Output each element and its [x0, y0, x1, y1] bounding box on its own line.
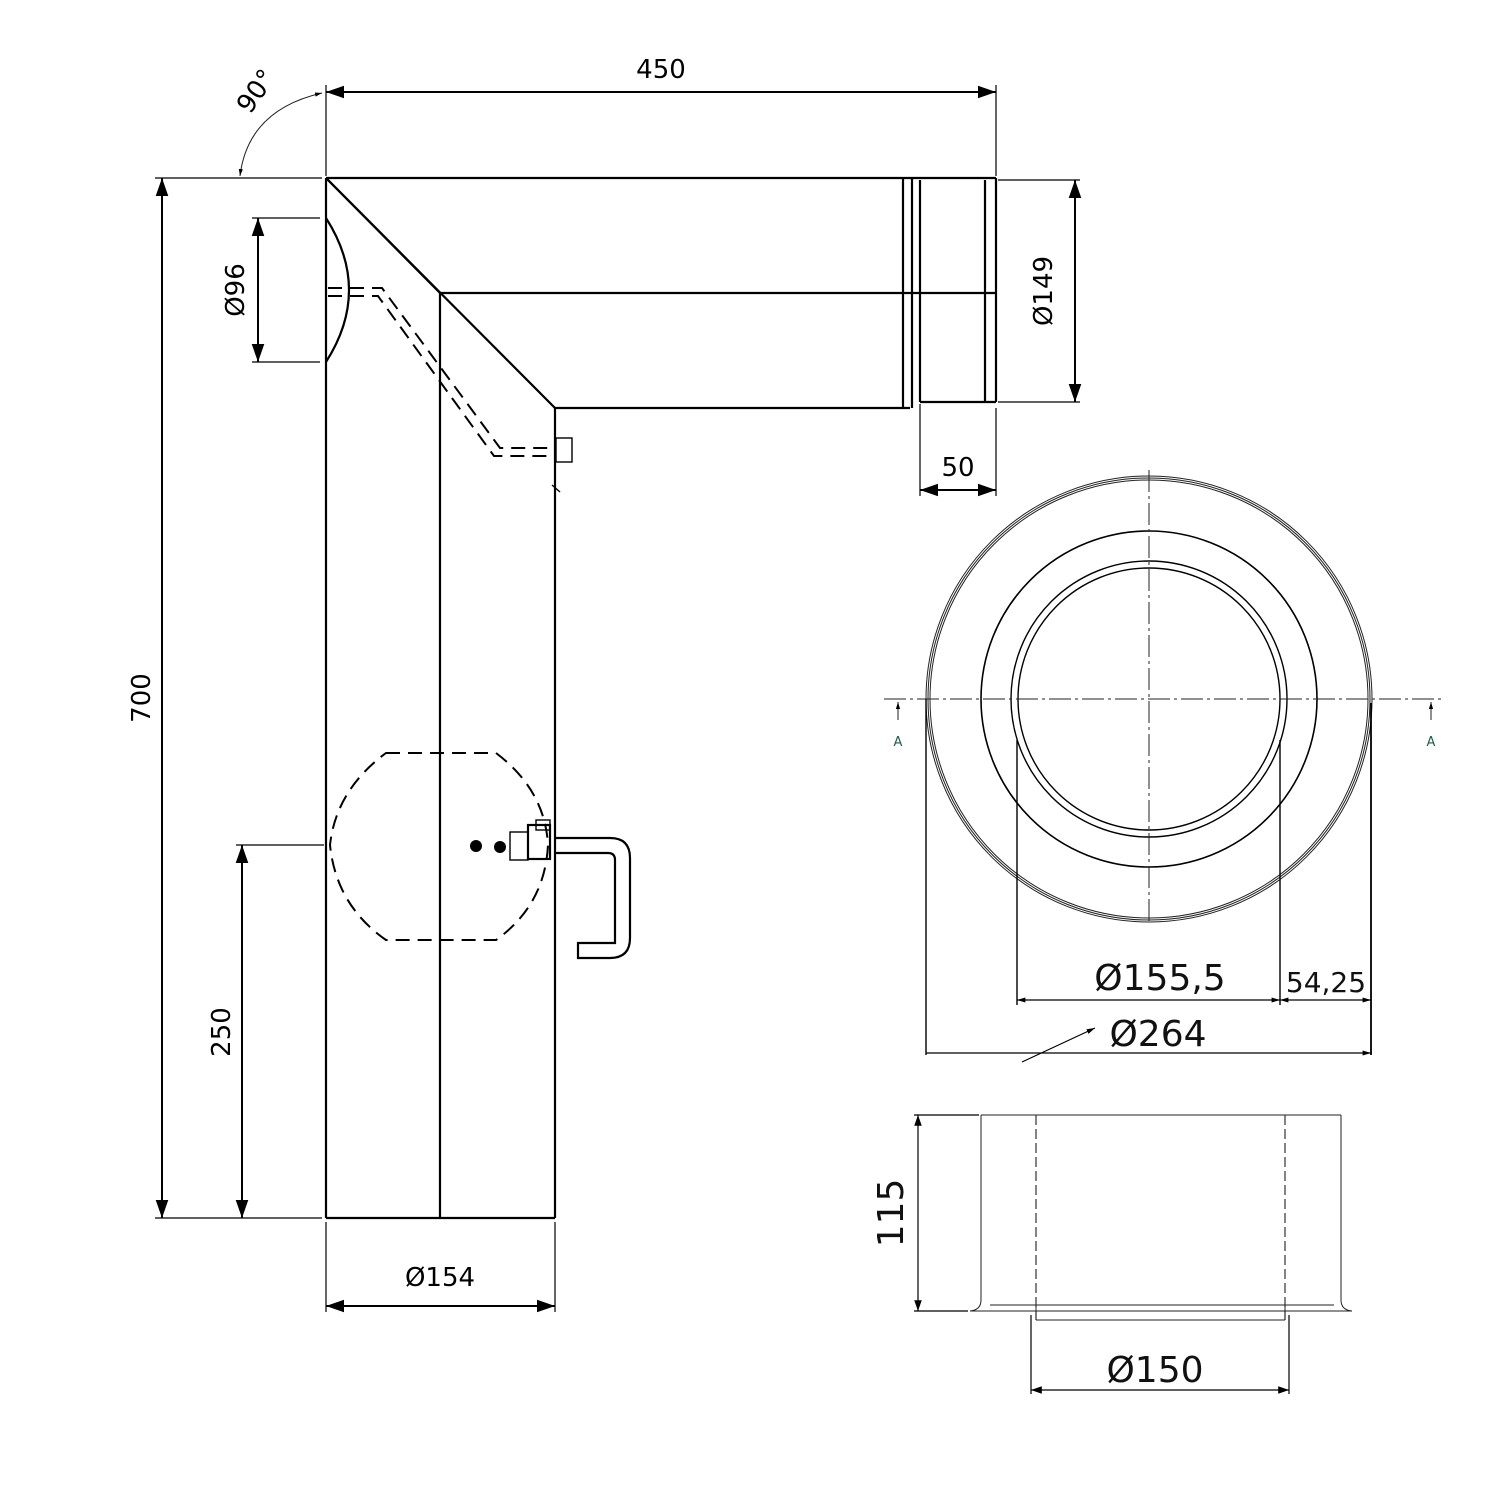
- svg-text:50: 50: [941, 453, 974, 483]
- dim-top-length: 450: [325, 55, 997, 176]
- svg-text:700: 700: [127, 673, 157, 723]
- dim-flange-width: 54,25: [1280, 966, 1371, 1003]
- damper-handle[interactable]: [470, 819, 632, 960]
- svg-text:Ø264: Ø264: [1109, 1014, 1206, 1055]
- side-view: 90° 450 700 Ø96 Ø149: [127, 55, 1082, 1313]
- section-view: 115 Ø150: [871, 1114, 1353, 1394]
- hidden-rod: [328, 287, 573, 493]
- svg-text:115: 115: [871, 1179, 912, 1248]
- svg-text:54,25: 54,25: [1286, 966, 1366, 999]
- svg-text:Ø155,5: Ø155,5: [1094, 958, 1225, 999]
- horizontal-pipe: [326, 176, 998, 410]
- dim-pipe-diameter: Ø154: [325, 1222, 556, 1313]
- angle-label: 90°: [231, 64, 282, 119]
- angle-dimension: 90°: [231, 64, 323, 177]
- svg-text:A: A: [894, 735, 903, 750]
- dim-outlet-diameter: Ø149: [998, 179, 1082, 403]
- svg-text:250: 250: [207, 1007, 237, 1057]
- svg-text:Ø96: Ø96: [221, 263, 251, 317]
- svg-text:Ø149: Ø149: [1029, 256, 1059, 326]
- dim-section-diameter: Ø150: [1030, 1315, 1290, 1394]
- dim-inner-diameter: Ø155,5: [1017, 958, 1280, 1003]
- svg-text:Ø150: Ø150: [1106, 1350, 1203, 1391]
- svg-text:Ø154: Ø154: [405, 1263, 475, 1293]
- vertical-pipe: [324, 178, 557, 1220]
- svg-text:A: A: [1427, 735, 1436, 750]
- top-view: A A Ø155,5 54,25 Ø264: [884, 470, 1444, 1063]
- svg-text:450: 450: [636, 55, 686, 85]
- damper-plate: [328, 752, 550, 941]
- dim-damper-height: 250: [207, 844, 324, 1218]
- section-marker-right: A: [1427, 702, 1436, 750]
- dim-spigot-length: 50: [919, 404, 997, 497]
- section-body: [969, 1114, 1353, 1321]
- section-marker-left: A: [894, 702, 903, 750]
- dim-cleanout-diameter: Ø96: [221, 217, 320, 363]
- dim-outer-diameter: Ø264: [926, 1014, 1371, 1063]
- cleanout-arc: [325, 217, 350, 363]
- dim-total-height: 700: [127, 178, 322, 1219]
- dim-section-height: 115: [871, 1114, 979, 1312]
